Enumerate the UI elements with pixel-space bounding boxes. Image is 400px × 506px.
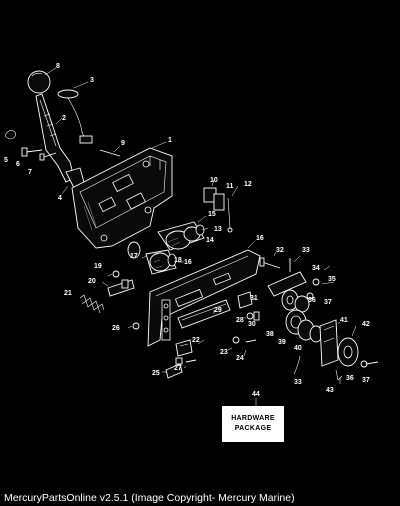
callout-28: 29 xyxy=(214,307,222,314)
callout-13: 13 xyxy=(214,226,222,233)
callout-42: 42 xyxy=(362,321,370,328)
callout-33b: 33 xyxy=(294,379,302,386)
callout-18: 18 xyxy=(174,257,182,264)
callout-labels: 8 3 2 5 6 7 4 9 1 10 11 12 15 13 14 16 1… xyxy=(4,63,370,398)
callout-37b: 37 xyxy=(362,377,370,384)
part-clips-lower xyxy=(175,336,257,365)
part-right-assembly xyxy=(267,255,379,384)
callout-7: 7 xyxy=(28,169,32,176)
part-switch-bracket xyxy=(237,251,281,321)
copyright-caption: MercuryPartsOnline v2.5.1 (Image Copyrig… xyxy=(4,492,295,504)
hardware-package-line2: PACKAGE xyxy=(234,425,272,432)
callout-32: 32 xyxy=(276,247,284,254)
callout-10: 10 xyxy=(210,177,218,184)
callout-44: 44 xyxy=(252,391,260,398)
callout-1: 1 xyxy=(168,137,172,144)
callout-15: 15 xyxy=(208,211,216,218)
callout-11: 11 xyxy=(226,183,234,190)
callout-12: 12 xyxy=(244,181,252,188)
callout-3: 3 xyxy=(90,77,94,84)
part-shaft-upper xyxy=(157,215,209,251)
callout-34: 34 xyxy=(312,265,320,272)
callout-21: 21 xyxy=(64,290,72,297)
callout-39: 39 xyxy=(278,339,286,346)
callout-31: 31 xyxy=(250,295,258,302)
callout-14: 14 xyxy=(206,237,214,244)
callout-23: 23 xyxy=(220,349,228,356)
part-handle-arm xyxy=(35,93,75,183)
callout-24: 24 xyxy=(236,355,244,362)
hardware-package-box: HARDWARE PACKAGE xyxy=(222,406,284,442)
callout-16b: 16 xyxy=(184,259,192,266)
callout-27: 27 xyxy=(174,365,182,372)
part-mounting-plate xyxy=(147,241,261,347)
callout-30: 30 xyxy=(248,321,256,328)
part-knob xyxy=(27,67,57,94)
callout-43: 43 xyxy=(326,387,334,394)
callout-17: 17 xyxy=(130,253,138,260)
callout-6: 6 xyxy=(16,161,20,168)
exploded-parts-diagram: 8 3 2 5 6 7 4 9 1 10 11 12 15 13 14 16 1… xyxy=(4,63,379,406)
part-housing xyxy=(71,141,173,249)
part-switch-wire xyxy=(57,81,93,144)
callout-4: 4 xyxy=(58,195,62,202)
part-cam-group xyxy=(203,179,239,233)
callout-29: 28 xyxy=(236,317,244,324)
hardware-package-line1: HARDWARE xyxy=(231,415,275,422)
callout-9: 9 xyxy=(121,140,125,147)
callout-19: 19 xyxy=(94,263,102,270)
part-clip-screws xyxy=(5,130,57,161)
callout-25: 26 xyxy=(112,325,120,332)
callout-38: 38 xyxy=(266,331,274,338)
callout-22: 22 xyxy=(192,337,200,344)
callout-2: 2 xyxy=(62,115,66,122)
callout-33: 33 xyxy=(302,247,310,254)
part-screws-lower xyxy=(127,322,197,379)
callout-35: 35 xyxy=(328,276,336,283)
callout-36b: 36 xyxy=(346,375,354,382)
callout-41: 41 xyxy=(340,317,348,324)
callout-16: 16 xyxy=(256,235,264,242)
callout-8: 8 xyxy=(56,63,60,70)
callout-40: 40 xyxy=(294,345,302,352)
part-shaft-lower xyxy=(127,241,184,275)
part-spring-detent xyxy=(79,270,135,314)
part-pin xyxy=(99,145,121,157)
part-bracket xyxy=(177,299,231,329)
callout-20: 20 xyxy=(88,278,96,285)
callout-36: 36 xyxy=(308,297,316,304)
callout-5: 5 xyxy=(4,157,8,164)
callout-37: 37 xyxy=(324,299,332,306)
callout-26: 25 xyxy=(152,370,160,377)
